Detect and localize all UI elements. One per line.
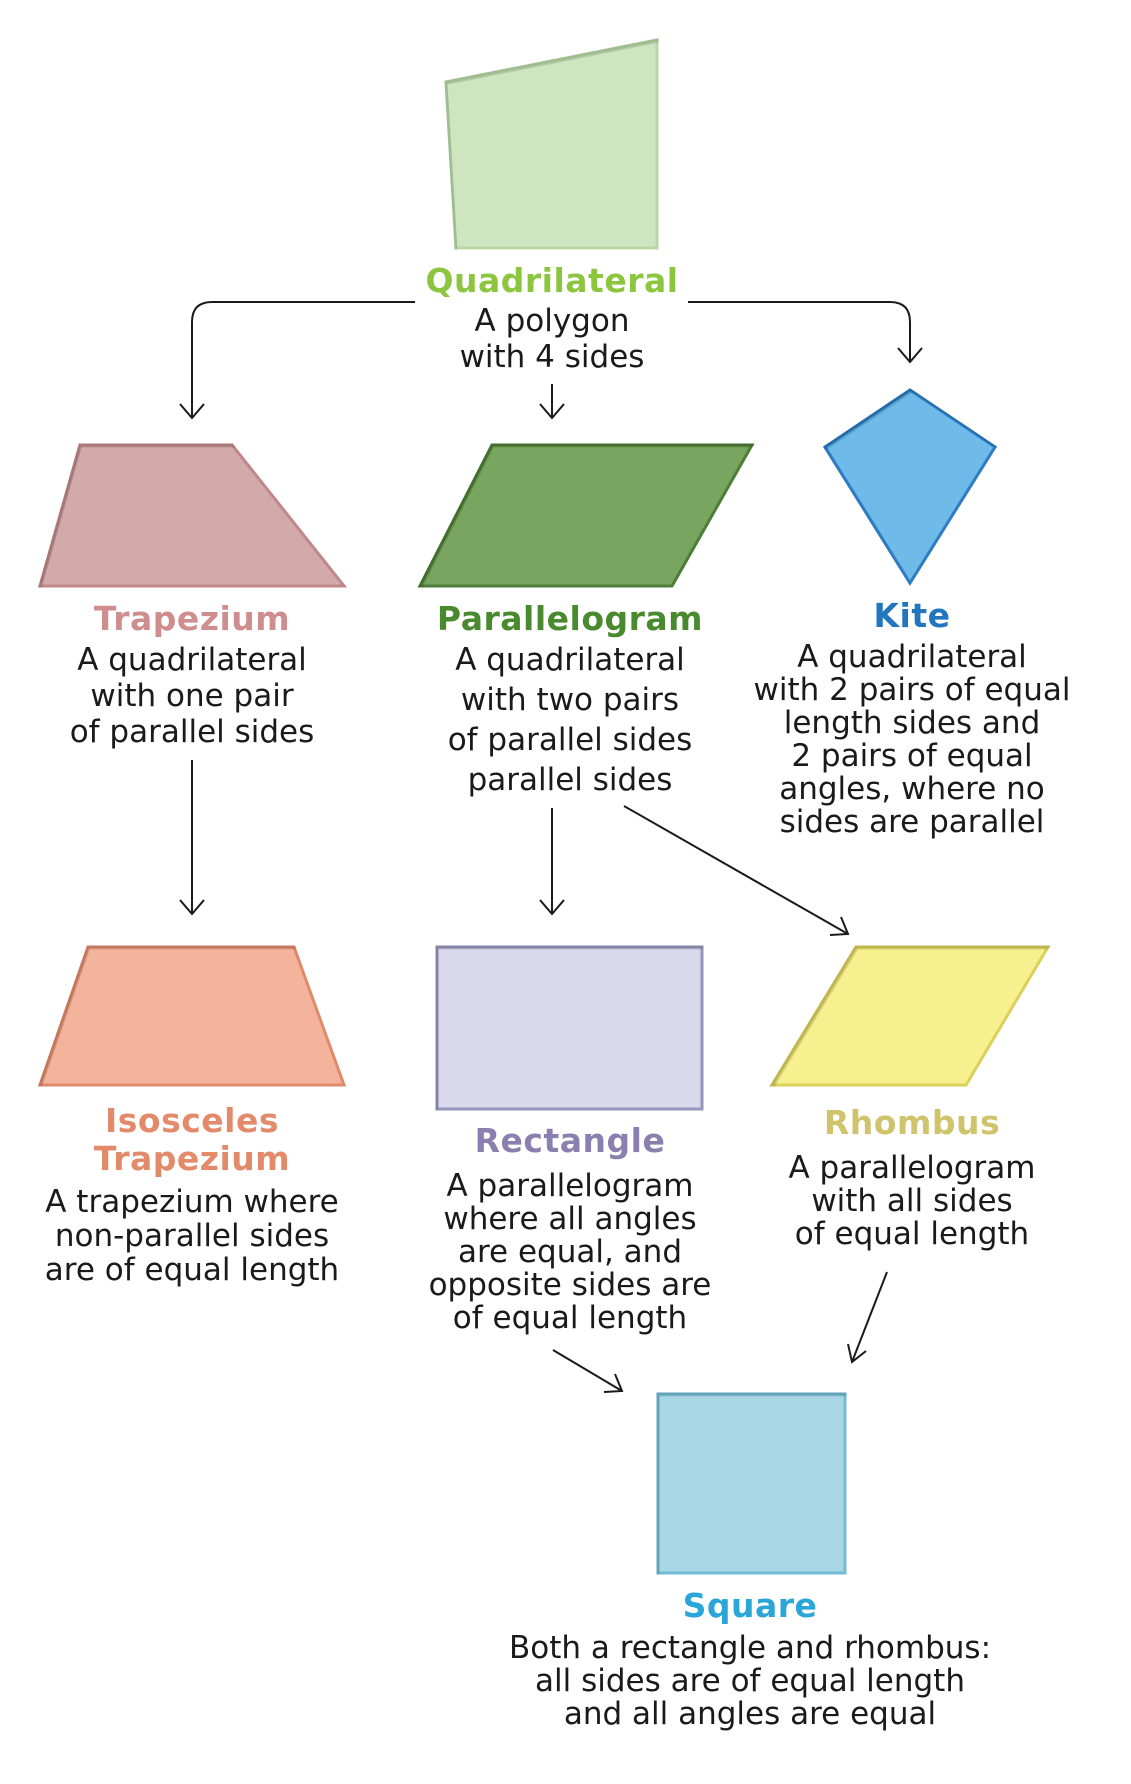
isosceles-trapezium-description-line: are of equal length xyxy=(45,1252,339,1288)
kite-description-line: A quadrilateral xyxy=(797,639,1027,675)
square-description: Both a rectangle and rhombus:all sides a… xyxy=(509,1630,991,1732)
parallelogram-description: A quadrilateral with two pairs of parallel… xyxy=(448,642,693,798)
kite-node xyxy=(822,388,998,586)
rhombus-node xyxy=(769,945,1051,1087)
quadrilateral-description-line: with 4 sides xyxy=(460,339,645,375)
isosceles-trapezium-title-line: Trapezium xyxy=(94,1139,290,1178)
parallelogram-title-line: Parallelogram xyxy=(437,599,703,638)
isosceles-trapezium-description-line: A trapezium where xyxy=(45,1184,339,1220)
kite-description-line: length sides and xyxy=(784,705,1041,741)
isosceles-trapezium-description-line: non-parallel sides xyxy=(55,1218,329,1254)
trapezium-shape xyxy=(38,443,348,588)
rectangle-description-line: of equal length xyxy=(453,1300,687,1336)
trapezium-description-line: A quadrilateral xyxy=(77,642,307,678)
parallelogram-shape xyxy=(417,443,755,588)
rectangle-description-line: A parallelogram xyxy=(447,1168,694,1204)
arrow-quadrilateral-to-trapezium xyxy=(191,301,415,418)
arrowhead-rectangle xyxy=(539,899,565,916)
arrowhead-isosceles-trapezium xyxy=(179,899,205,916)
isosceles-trapezium-node xyxy=(37,945,347,1087)
rectangle-title: Rectangle xyxy=(475,1121,666,1160)
arrowhead-kite xyxy=(897,347,923,364)
square-node xyxy=(656,1392,847,1575)
square-title-line: Square xyxy=(683,1586,818,1625)
kite-title: Kite xyxy=(873,596,950,635)
arrowhead-square-left xyxy=(603,1373,624,1393)
quadrilateral-node xyxy=(444,38,659,250)
kite-shape xyxy=(822,388,998,586)
rectangle-description-line: are equal, and xyxy=(458,1234,682,1270)
trapezium-title-line: Trapezium xyxy=(94,599,290,638)
parallelogram-description-line: with two pairs xyxy=(461,682,679,718)
rhombus-description-line: with all sides xyxy=(811,1183,1012,1219)
rhombus-shape xyxy=(769,945,1051,1087)
rhombus-title: Rhombus xyxy=(824,1103,1000,1142)
quadrilateral-title-line: Quadrilateral xyxy=(425,261,678,300)
quadrilateral-shape xyxy=(444,38,659,250)
rectangle-title-line: Rectangle xyxy=(475,1121,666,1160)
kite-title-line: Kite xyxy=(873,596,950,635)
trapezium-description-line: of parallel sides xyxy=(70,714,315,750)
connector-lines xyxy=(179,301,923,1393)
trapezium-node xyxy=(38,443,348,588)
parallelogram-node xyxy=(417,443,755,588)
kite-description-line: 2 pairs of equal xyxy=(791,738,1032,774)
square-description-line: all sides are of equal length xyxy=(535,1663,965,1699)
rectangle-description-line: where all angles xyxy=(443,1201,696,1237)
arrowhead-parallelogram xyxy=(539,403,565,420)
rhombus-description-line: A parallelogram xyxy=(789,1150,1036,1186)
parallelogram-description-line: A quadrilateral xyxy=(455,642,685,678)
isosceles-trapezium-title-line: Isosceles xyxy=(105,1101,279,1140)
arrow-quadrilateral-to-kite xyxy=(688,301,911,362)
parallelogram-description-line: of parallel sides xyxy=(448,722,693,758)
quadrilateral-description-line: A polygon xyxy=(475,303,630,339)
rectangle-node xyxy=(435,945,704,1111)
trapezium-description-line: with one pair xyxy=(90,678,293,714)
rectangle-shape xyxy=(435,945,704,1111)
arrowhead-trapezium xyxy=(179,403,205,420)
square-description-line: and all angles are equal xyxy=(564,1696,936,1732)
rectangle-description-line: opposite sides are xyxy=(429,1267,712,1303)
arrowhead-rhombus xyxy=(829,916,850,936)
kite-description-line: angles, where no xyxy=(779,771,1045,807)
square-title: Square xyxy=(683,1586,818,1625)
square-description-line: Both a rectangle and rhombus: xyxy=(509,1630,991,1666)
parallelogram-description-line: parallel sides xyxy=(468,762,673,798)
rhombus-description-line: of equal length xyxy=(795,1216,1029,1252)
quadrilateral-title: Quadrilateral xyxy=(425,261,678,300)
arrowhead-square-right xyxy=(847,1343,867,1364)
arrow-rectangle-to-square xyxy=(552,1349,623,1392)
isosceles-trapezium-shape xyxy=(37,945,347,1087)
arrow-parallelogram-to-rhombus xyxy=(623,805,849,935)
square-shape xyxy=(656,1392,847,1575)
kite-description-line: sides are parallel xyxy=(780,804,1045,840)
kite-description-line: with 2 pairs of equal xyxy=(754,672,1071,708)
trapezium-title: Trapezium xyxy=(94,599,290,638)
arrow-rhombus-to-square xyxy=(851,1271,888,1363)
rhombus-title-line: Rhombus xyxy=(824,1103,1000,1142)
parallelogram-title: Parallelogram xyxy=(437,599,703,638)
